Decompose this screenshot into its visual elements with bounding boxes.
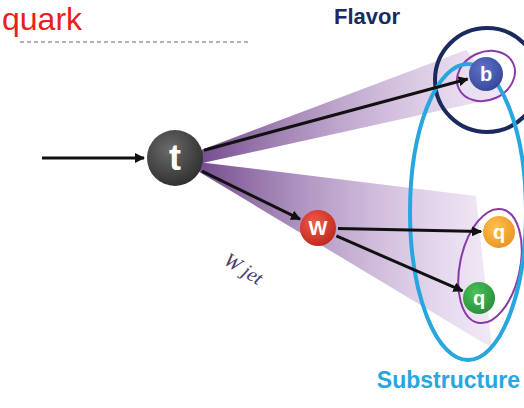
decay-arrow [202, 171, 300, 219]
decay-arrow [336, 236, 462, 291]
particle-symbol: q [473, 288, 485, 308]
substructure-label: Substructure [377, 368, 520, 393]
particle-symbol: t [169, 140, 181, 176]
w-jet-cone [196, 162, 492, 348]
bottom-quark-circle: b [469, 57, 503, 91]
quark-circle: q [483, 216, 515, 248]
decay-arrow [204, 79, 468, 150]
particle-symbol: W [309, 218, 328, 238]
incoming-arrow [42, 157, 144, 160]
jet-label: W jet [220, 248, 267, 289]
dashed-rule [20, 41, 250, 43]
decay-arrow [338, 228, 481, 231]
quark-circle: q [463, 282, 495, 314]
top-quark-circle: t [147, 130, 203, 186]
w-boson-circle: W [300, 210, 336, 246]
substructure-ring [410, 64, 524, 360]
jet-outline [449, 42, 524, 111]
heading-text: quark [2, 2, 82, 37]
flavor-label: Flavor [334, 5, 400, 29]
particle-symbol: q [493, 222, 505, 242]
particle-symbol: b [480, 64, 492, 84]
